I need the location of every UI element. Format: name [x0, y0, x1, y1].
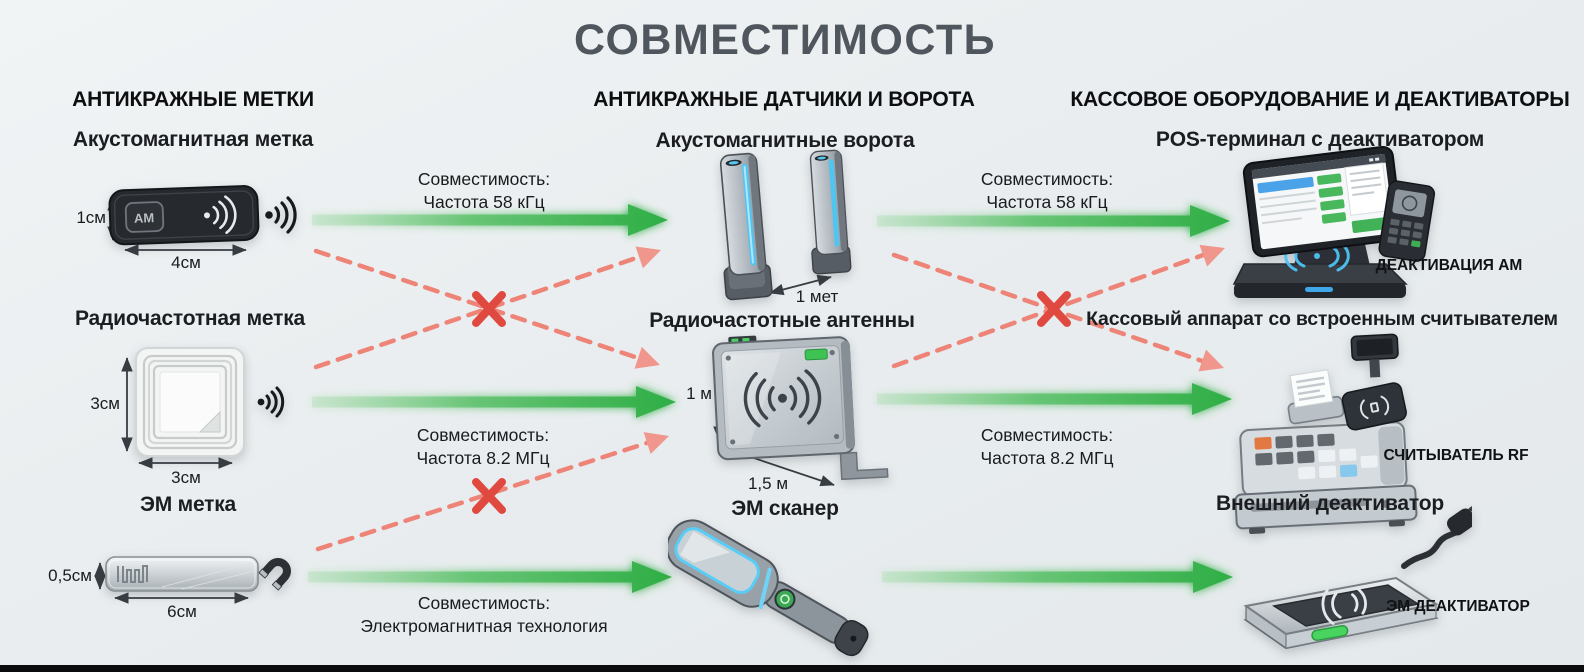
em-tag-width-label: 6см [167, 602, 197, 621]
em-tag-title: ЭМ метка [139, 493, 237, 516]
compat-label-am-right: Совместимость: Частота 58 кГц [981, 168, 1113, 214]
antenna-stand [839, 451, 889, 481]
compat-label-rf-right: Совместимость: Частота 8.2 МГц [981, 424, 1114, 470]
incompatible-x-icons [472, 291, 1071, 514]
card-reader [1378, 180, 1436, 262]
compat-label-line1: Совместимость: [417, 593, 551, 613]
pos-terminal-image [1232, 145, 1436, 298]
pos-screen [1242, 145, 1403, 258]
register-keypad [1254, 433, 1378, 480]
compat-label-line2: Частота 58 кГц [423, 192, 545, 213]
power-plug-icon [1447, 501, 1472, 536]
compat-label-line1: Совместимость: [980, 169, 1114, 189]
incompat-line-am-to-rfgate [313, 248, 644, 362]
compat-label-line2: Частота 8.2 МГц [980, 448, 1114, 469]
rf-coil-pattern [142, 354, 238, 450]
gate-pillar-left [719, 152, 773, 301]
compat-arrow-am-left [312, 204, 668, 236]
compat-label-line1: Совместимость: [980, 425, 1114, 445]
rf-antenna-title: Радиочастотные антенны [649, 309, 915, 332]
tag-signal-waves-icon [203, 195, 237, 234]
rf-tag-image [135, 347, 285, 457]
column-header-tags: АНТИКРАЖНЫЕ МЕТКИ [72, 88, 314, 111]
am-tag-title: Акустомагнитная метка [72, 128, 314, 151]
antenna-width-label: 1,5 м [747, 474, 789, 493]
incompat-line-rf-to-amgate [313, 253, 645, 370]
external-deactivator-image [1243, 501, 1472, 650]
compat-label-line1: Совместимость: [416, 425, 550, 445]
x-icon [1037, 291, 1071, 327]
register-display [1341, 382, 1407, 431]
magnet-icon [258, 558, 291, 591]
signal-waves-icon [265, 196, 297, 234]
rf-reader-caption: СЧИТЫВАТЕЛЬ RF [1383, 447, 1529, 464]
dimension-arrows [94, 196, 835, 604]
antenna-height-label: 1 м [686, 384, 712, 403]
signal-waves-icon [257, 386, 285, 418]
receipt-paper [1289, 369, 1334, 408]
compat-label-line2: Электромагнитная технология [360, 616, 608, 637]
em-coil-pattern [117, 565, 148, 583]
bottom-letterbox-bar [0, 665, 1584, 672]
deactivator-panel [1271, 584, 1420, 627]
am-gate-title: Акустомагнитные ворота [655, 129, 915, 152]
scanner-screen [674, 527, 760, 594]
compat-arrow-rf-right [877, 383, 1232, 415]
am-gates-image [719, 149, 852, 301]
deactivator-led [1311, 625, 1349, 642]
compat-label-em-left: Совместимость: Электромагнитная технолог… [360, 592, 607, 638]
folded-corner [198, 410, 221, 433]
x-icon [472, 478, 506, 514]
em-tag-height-label: 0,5см [48, 566, 92, 585]
am-tag-image: AM [108, 185, 297, 246]
gate-spacing-label: 1 мет [795, 287, 839, 306]
page-title: СОВМЕСТИМОСТЬ [573, 16, 997, 64]
compat-arrow-rf-left [312, 386, 676, 418]
em-scanner-title: ЭМ сканер [731, 497, 839, 520]
rf-tag-width-label: 3см [171, 468, 201, 487]
incompatible-arrowheads [634, 244, 1225, 454]
rf-tag-title: Радиочастотная метка [75, 307, 305, 330]
am-chip-label: AM [134, 210, 155, 226]
deactivator-waves-icon [1321, 588, 1367, 625]
register-title: Кассовый аппарат со встроенным считывате… [1086, 308, 1558, 330]
compat-label-line2: Частота 8.2 МГц [416, 448, 550, 469]
compat-label-rf-left: Совместимость: Частота 8.2 МГц [417, 424, 550, 470]
antenna-signal-waves-icon [743, 369, 822, 428]
x-icon [472, 291, 506, 327]
column-header-checkout: КАССОВОЕ ОБОРУДОВАНИЕ И ДЕАКТИВАТОРЫ [1070, 88, 1570, 111]
column-header-detectors: АНТИКРАЖНЫЕ ДАТЧИКИ И ВОРОТА [593, 88, 975, 111]
compat-arrow-em-left [308, 561, 672, 593]
compat-label-line2: Частота 58 кГц [986, 192, 1108, 213]
compatible-arrows-group [308, 204, 1233, 593]
compat-label-am-left: Совместимость: Частота 58 кГц [418, 168, 550, 214]
scanner-button [774, 588, 796, 610]
deactivator-title: Внешний деактиватор [1216, 492, 1444, 515]
compat-label-line1: Совместимость: [417, 169, 551, 189]
em-deactivator-caption: ЭМ ДЕАКТИВАТОР [1386, 598, 1530, 615]
em-scanner-image [668, 519, 869, 657]
am-tag-width-label: 4см [171, 253, 201, 272]
em-tag-image [105, 556, 291, 592]
rf-antenna-image [712, 335, 889, 481]
am-tag-height-label: 1см [76, 208, 106, 227]
am-deactivation-caption: ДЕАКТИВАЦИЯ АМ [1375, 257, 1523, 274]
rf-tag-height-label: 3см [90, 394, 120, 413]
cash-register-image [1234, 333, 1418, 534]
compat-arrow-em-right [882, 561, 1233, 593]
pos-terminal-title: POS-терминал с деактиватором [1155, 128, 1485, 151]
gate-pillar-right [809, 149, 852, 275]
compat-arrow-am-right [877, 205, 1230, 237]
